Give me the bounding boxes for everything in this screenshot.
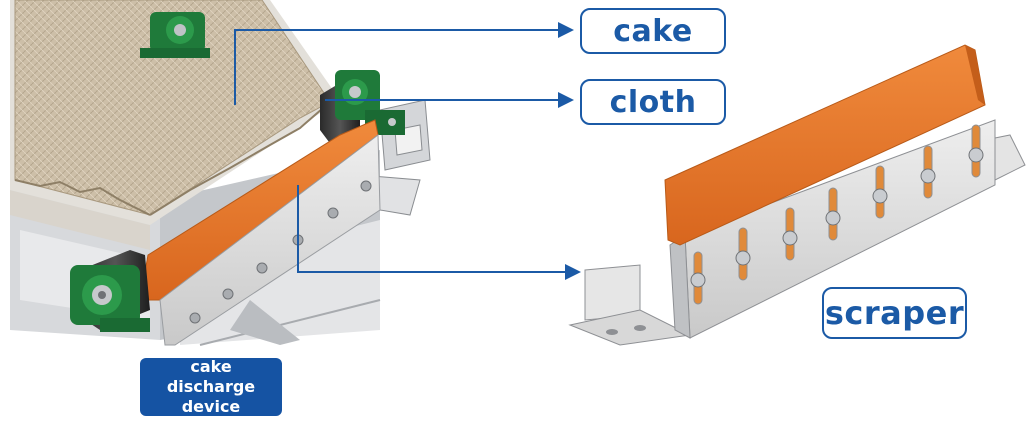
bolt-icon xyxy=(825,187,841,241)
bolt-icon xyxy=(968,124,984,178)
arrow-icon xyxy=(558,92,574,108)
scraper-label: scraper xyxy=(822,287,967,339)
arrow-icon xyxy=(565,264,581,280)
scraper-detail xyxy=(568,44,1026,346)
cloth-label: cloth xyxy=(580,79,726,125)
arrow-icon xyxy=(558,22,574,38)
cake-discharge-device-badge: cake discharge device xyxy=(140,357,282,416)
bolt-icon xyxy=(735,227,751,281)
callout-connectors xyxy=(234,29,567,273)
bearing-icon xyxy=(140,12,210,58)
cake-label: cake xyxy=(580,8,726,54)
bearing-icon xyxy=(335,70,405,135)
bearing-icon xyxy=(70,265,150,332)
bolt-icon xyxy=(782,207,798,261)
bolt-icon xyxy=(920,145,936,199)
bolt-icon xyxy=(872,165,888,219)
bolt-icon xyxy=(690,251,706,305)
bolt-icon xyxy=(189,180,372,324)
machine-render xyxy=(10,0,431,346)
